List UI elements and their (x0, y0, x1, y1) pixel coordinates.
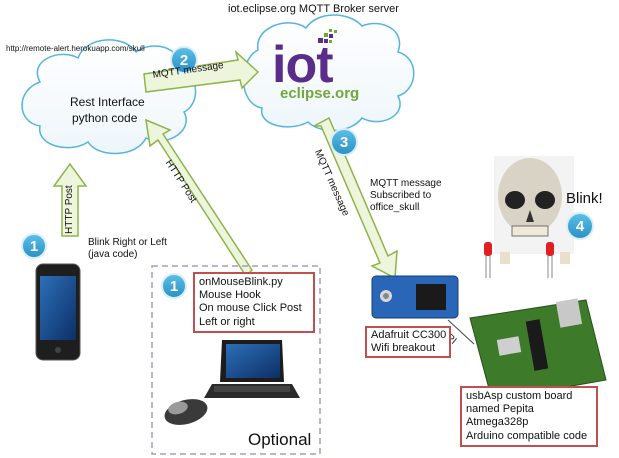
mqtt-note-line: MQTT message (370, 178, 442, 189)
broker-title: iot.eclipse.org MQTT Broker server (228, 3, 399, 15)
step-1-phone-badge: 1 (21, 233, 47, 259)
step-3-number: 3 (340, 134, 348, 151)
cc3000-line: Adafruit CC300 (371, 329, 447, 341)
smartphone-image (35, 263, 81, 361)
usbasp-board-image (469, 298, 607, 401)
phone-caption-line: Blink Right or Left (88, 237, 167, 248)
optional-region (151, 265, 321, 455)
computer-mouse-image (164, 399, 208, 425)
phone-caption: Blink Right or Left (java code) (88, 237, 167, 261)
cc3000-line: Wifi breakout (371, 342, 436, 355)
logo-eclipse-text: eclipse.org (280, 85, 360, 102)
rest-cloud-line1: Rest Interface (70, 95, 145, 109)
board-line: usbAsp custom board (466, 390, 573, 402)
step-4-badge: 4 (566, 212, 594, 240)
phone-caption-line: (java code) (88, 249, 138, 260)
blink-label: Blink! (566, 190, 603, 207)
laptop-image (204, 340, 300, 398)
arrow-mqtt-to-broker (143, 49, 260, 93)
arrow-http-post-laptop (145, 118, 253, 278)
step-3-badge: 3 (330, 128, 358, 156)
step-2-number: 2 (180, 52, 188, 69)
onmouse-line: Left or right (199, 315, 255, 328)
step-1-laptop-number: 1 (170, 278, 178, 295)
onmouse-info-box: onMouseBlink.py Mouse Hook On mouse Clic… (193, 272, 315, 333)
step-1-laptop-badge: 1 (161, 273, 187, 299)
optional-label: Optional (248, 430, 312, 449)
spi-connector-line (447, 319, 475, 345)
arrow-http-phone-label: HTTP Post (64, 185, 75, 234)
led-cluster (484, 242, 570, 278)
onmouse-line: On mouse Click Post (199, 302, 302, 315)
step-2-badge: 2 (170, 46, 198, 74)
arrow-http-post-phone (52, 162, 88, 237)
broker-cloud (242, 14, 415, 132)
step-4-number: 4 (576, 218, 585, 235)
logo-iot-text: iot (272, 36, 334, 94)
board-line: Atmega328p (466, 416, 529, 429)
mqtt-note: MQTT message Subscribed to office_skull (370, 178, 442, 214)
iot-logo-dots (318, 29, 337, 43)
skull-image (494, 156, 574, 254)
step-1-phone-number: 1 (30, 238, 38, 255)
rest-url: http://remote-alert.herokuapp.com/skull (6, 44, 145, 53)
rest-cloud-line2: python code (72, 111, 138, 125)
onmouse-line: onMouseBlink.py (199, 276, 283, 288)
board-line: named Pepita (466, 403, 534, 416)
board-info-box: usbAsp custom board named Pepita Atmega3… (460, 386, 598, 447)
mqtt-note-line: Subscribed to (370, 190, 432, 201)
mqtt-note-line: office_skull (370, 202, 420, 213)
onmouse-line: Mouse Hook (199, 289, 261, 302)
cc3000-breakout-image (371, 275, 459, 319)
cc3000-info-box: Adafruit CC300 Wifi breakout (365, 326, 451, 359)
board-line: Arduino compatible code (466, 429, 588, 442)
